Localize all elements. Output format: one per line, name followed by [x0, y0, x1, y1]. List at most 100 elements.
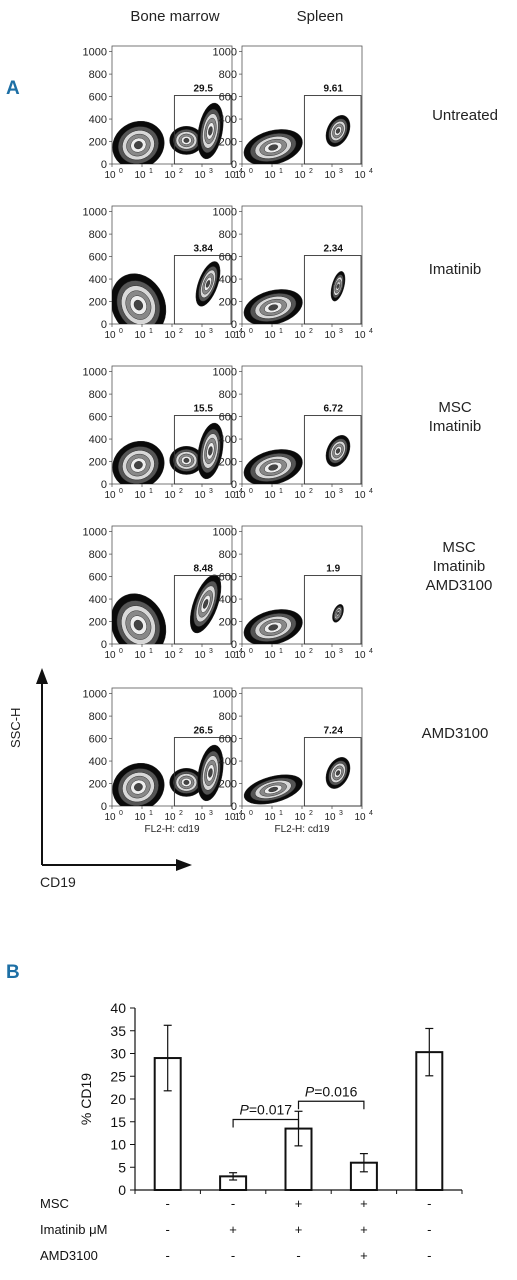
x-tick-exponent: 3 [339, 810, 343, 817]
x-tick-exponent: 0 [249, 810, 253, 817]
x-tick-label: 10 [224, 812, 236, 823]
legend-y-label: SSC-H [8, 707, 23, 748]
y-tick-label: 600 [89, 92, 107, 104]
y-tick-label: 1000 [213, 689, 237, 701]
y-tick-label: 10 [110, 1137, 126, 1153]
x-tick-exponent: 4 [369, 328, 373, 335]
cd19-gate [173, 737, 232, 807]
y-tick-label: 200 [89, 137, 107, 149]
y-tick-label: 0 [231, 479, 237, 491]
y-tick-label: 0 [231, 639, 237, 651]
y-tick-label: 200 [219, 297, 237, 309]
x-tick-exponent: 3 [339, 328, 343, 335]
y-tick-label: 800 [89, 389, 107, 401]
x-tick-label: 10 [224, 170, 236, 181]
population-group [243, 435, 351, 484]
gate-value: 2.34 [323, 244, 343, 255]
population-contour-0-5 [134, 461, 143, 470]
gate-value: 26.5 [193, 726, 213, 737]
y-tick-label: 0 [101, 479, 107, 491]
x-tick-label: 10 [234, 330, 246, 341]
x-tick-exponent: 3 [209, 810, 213, 817]
gate-value: 29.5 [193, 84, 213, 95]
condition-sign-2-2: - [296, 1248, 300, 1263]
x-tick-exponent: 4 [369, 168, 373, 175]
y-tick-label: 400 [219, 434, 237, 446]
x-tick-exponent: 3 [209, 328, 213, 335]
x-tick-label: 10 [224, 490, 236, 501]
y-tick-label: 400 [89, 594, 107, 606]
y-tick-label: 400 [219, 114, 237, 126]
cd19-gate [173, 95, 232, 165]
x-tick-exponent: 3 [209, 488, 213, 495]
population-contour-0-5 [133, 619, 144, 631]
x-tick-exponent: 0 [119, 328, 123, 335]
y-tick-label: 800 [89, 69, 107, 81]
x-tick-exponent: 4 [369, 810, 373, 817]
population-contour-1-5 [336, 611, 340, 615]
x-tick-label: 10 [324, 650, 336, 661]
condition-sign-1-0: - [166, 1222, 170, 1237]
x-tick-exponent: 2 [309, 168, 313, 175]
x-tick-exponent: 3 [209, 168, 213, 175]
y-tick-label: 200 [219, 779, 237, 791]
population-contour-1-5 [335, 448, 341, 454]
legend-x-label: CD19 [40, 874, 76, 890]
row-label-untreated: Untreated [432, 107, 498, 124]
x-tick-label: 10 [294, 812, 306, 823]
population-contour-1-5 [336, 283, 340, 289]
p-value: =0.017 [249, 1101, 292, 1117]
y-tick-label: 800 [219, 711, 237, 723]
population-contour-2-5 [208, 768, 213, 778]
y-tick-label: 0 [231, 801, 237, 813]
x-tick-exponent: 1 [149, 810, 153, 817]
x-tick-exponent: 3 [339, 488, 343, 495]
x-tick-label: 10 [194, 330, 206, 341]
x-tick-exponent: 3 [339, 168, 343, 175]
y-tick-label: 800 [219, 69, 237, 81]
x-tick-label: 10 [194, 812, 206, 823]
comparison-bracket-1 [297, 1100, 365, 1110]
gate-value: 7.24 [323, 726, 343, 737]
condition-sign-2-1: - [231, 1248, 235, 1263]
condition-sign-0-2: + [295, 1196, 303, 1211]
x-tick-label: 10 [324, 490, 336, 501]
x-tick-label: 10 [164, 330, 176, 341]
x-tick-label: 10 [354, 812, 366, 823]
population-contour-0-5 [268, 464, 279, 471]
cd19-gate [303, 255, 362, 325]
cd19-gate [303, 737, 362, 807]
y-tick-label: 200 [89, 779, 107, 791]
x-tick-exponent: 4 [239, 168, 243, 175]
x-tick-exponent: 4 [369, 488, 373, 495]
population-contour-0-5 [268, 304, 279, 311]
condition-sign-1-2: + [295, 1222, 303, 1237]
y-tick-label: 1000 [83, 527, 107, 539]
population-contour-0-5 [134, 783, 143, 792]
y-tick-label: 200 [89, 617, 107, 629]
x-tick-label: 10 [194, 490, 206, 501]
population-group [112, 574, 222, 644]
comparison-label-0: P=0.017 [240, 1101, 293, 1117]
x-tick-label: 10 [234, 170, 246, 181]
x-tick-exponent: 4 [239, 810, 243, 817]
x-tick-label: 10 [134, 650, 146, 661]
y-tick-label: 1000 [213, 367, 237, 379]
x-tick-label: 10 [234, 650, 246, 661]
x-tick-label: 10 [354, 330, 366, 341]
condition-row-label-1: Imatinib μM [40, 1222, 107, 1237]
x-tick-exponent: 0 [249, 648, 253, 655]
x-axis-label: FL2-H: cd19 [274, 824, 329, 835]
cd19-gate [173, 255, 232, 325]
p-symbol: P [240, 1101, 250, 1117]
y-axis-label: % CD19 [78, 1073, 94, 1125]
condition-sign-1-1: + [229, 1222, 237, 1237]
y-tick-label: 200 [89, 457, 107, 469]
y-tick-label: 400 [219, 594, 237, 606]
x-tick-exponent: 1 [279, 810, 283, 817]
x-tick-exponent: 4 [239, 328, 243, 335]
y-tick-label: 35 [110, 1023, 126, 1039]
